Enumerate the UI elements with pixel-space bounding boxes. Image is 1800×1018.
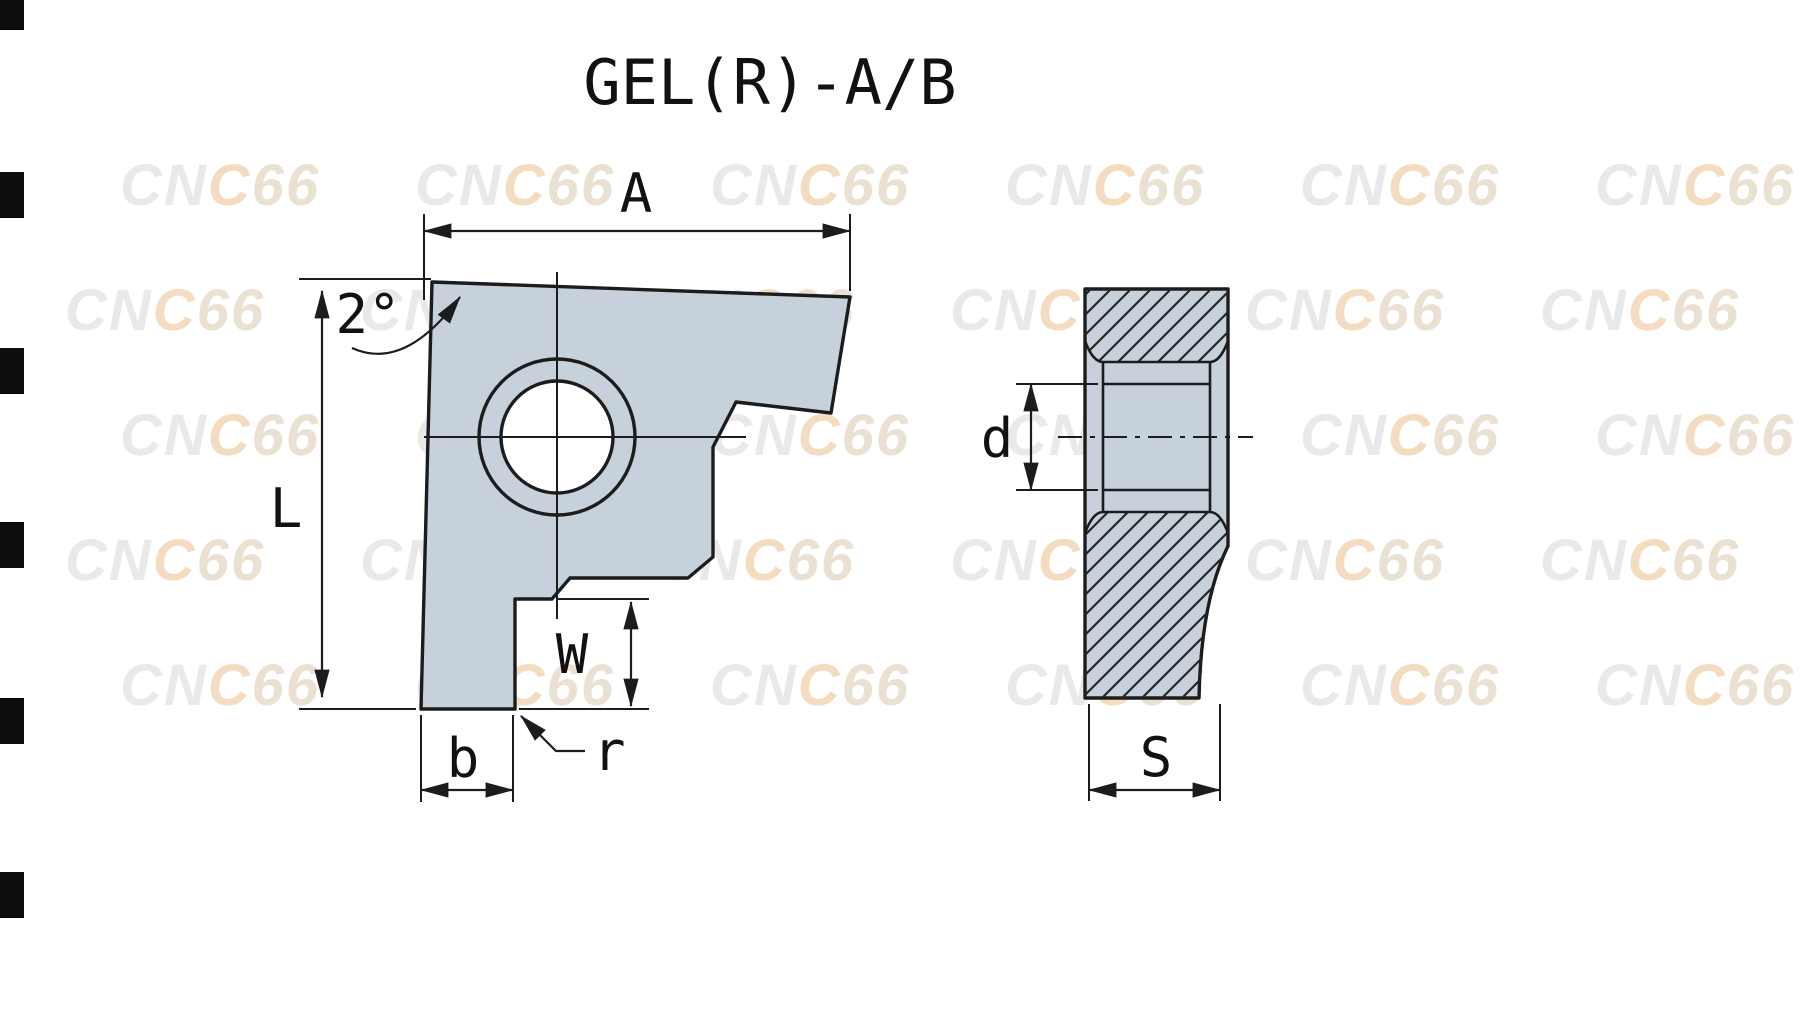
dimension-W: W bbox=[519, 598, 649, 710]
dim-l-label: L bbox=[270, 477, 303, 540]
scan-edge-mark bbox=[0, 698, 24, 744]
insert-front-outline bbox=[419, 280, 852, 711]
side-view bbox=[1058, 287, 1253, 700]
dim-a-label: A bbox=[620, 162, 653, 225]
watermark-text: CNC66 bbox=[1595, 653, 1795, 718]
dimension-L: L bbox=[270, 278, 431, 710]
dim-s-label: S bbox=[1140, 726, 1173, 789]
section-hatch-top bbox=[1085, 289, 1228, 362]
dim-b-label: b bbox=[447, 727, 480, 790]
scan-edge-mark bbox=[0, 172, 24, 218]
watermark-text: CNC66 bbox=[1300, 403, 1500, 468]
section-hatch-bottom bbox=[1085, 512, 1228, 698]
watermark-text: CNC66 bbox=[1540, 528, 1740, 593]
watermark-text: CNC66 bbox=[120, 153, 320, 218]
dim-r-label: r bbox=[593, 720, 626, 783]
watermark-text: CNC66 bbox=[710, 153, 910, 218]
watermark-text: CNC66 bbox=[65, 278, 265, 343]
watermark-text: CNC66 bbox=[1540, 278, 1740, 343]
watermark-text: CNC66 bbox=[120, 403, 320, 468]
dimension-b: b bbox=[419, 715, 515, 802]
dim-d-label: d bbox=[981, 407, 1014, 470]
scan-edge-mark bbox=[0, 522, 24, 568]
page-title: GEL(R)-A/B bbox=[583, 46, 956, 119]
scan-edge-marks bbox=[0, 0, 24, 918]
countersink-top-edge bbox=[1083, 340, 1230, 364]
front-view bbox=[419, 272, 852, 711]
watermark-text: CNC66 bbox=[65, 528, 265, 593]
watermark-text: CNC66 bbox=[1300, 153, 1500, 218]
scan-edge-mark bbox=[0, 0, 24, 30]
watermark-layer: CNC66CNC66CNC66CNC66CNC66CNC66CNC66CNC66… bbox=[65, 153, 1795, 718]
dimension-d: d bbox=[981, 382, 1098, 492]
scan-edge-mark bbox=[0, 348, 24, 394]
watermark-text: CNC66 bbox=[1300, 653, 1500, 718]
watermark-text: CNC66 bbox=[1005, 153, 1205, 218]
angle-label: 2° bbox=[335, 283, 400, 346]
watermark-text: CNC66 bbox=[710, 403, 910, 468]
scan-edge-mark bbox=[0, 872, 24, 918]
watermark-text: CNC66 bbox=[710, 653, 910, 718]
watermark-text: CNC66 bbox=[120, 653, 320, 718]
dimension-A: A bbox=[422, 162, 852, 300]
dimension-S: S bbox=[1087, 704, 1222, 801]
watermark-text: CNC66 bbox=[1595, 403, 1795, 468]
dimension-r: r bbox=[520, 715, 626, 783]
watermark-text: CNC66 bbox=[1245, 528, 1445, 593]
angle-leader-arrow bbox=[351, 296, 461, 355]
watermark-text: CNC66 bbox=[1245, 278, 1445, 343]
countersink-bottom-edge bbox=[1083, 510, 1230, 534]
dimension-angle: 2° bbox=[335, 283, 461, 355]
dim-w-label: W bbox=[556, 623, 589, 686]
watermark-text: CNC66 bbox=[1595, 153, 1795, 218]
radius-leader-arrow bbox=[520, 715, 585, 753]
watermark-text: CNC66 bbox=[415, 153, 615, 218]
